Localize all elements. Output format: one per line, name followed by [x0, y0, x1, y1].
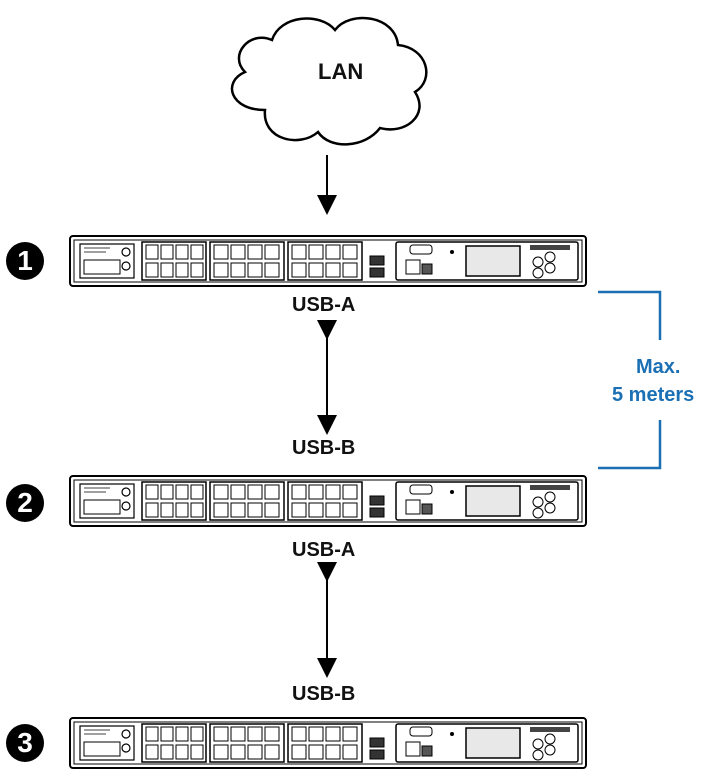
lan-cloud [230, 16, 428, 146]
lan-label: LAN [318, 59, 364, 84]
device-1-usb-a-label: USB-A [292, 294, 356, 316]
device-number-2: 2 [6, 484, 44, 522]
device-number-3: 3 [6, 724, 44, 762]
distance-note-line1: Max. [636, 356, 681, 378]
device-number-1: 1 [6, 242, 44, 280]
device-3-usb-b-label: USB-B [292, 683, 356, 705]
distance-bracket [598, 290, 662, 470]
pdu-device-2 [69, 475, 587, 527]
device-2-usb-a-label: USB-A [292, 539, 356, 561]
pdu-device-1 [69, 235, 587, 287]
device-2-usb-b-label: USB-B [292, 437, 356, 459]
pdu-device-3 [69, 717, 587, 769]
distance-note-line2: 5 meters [612, 384, 695, 406]
